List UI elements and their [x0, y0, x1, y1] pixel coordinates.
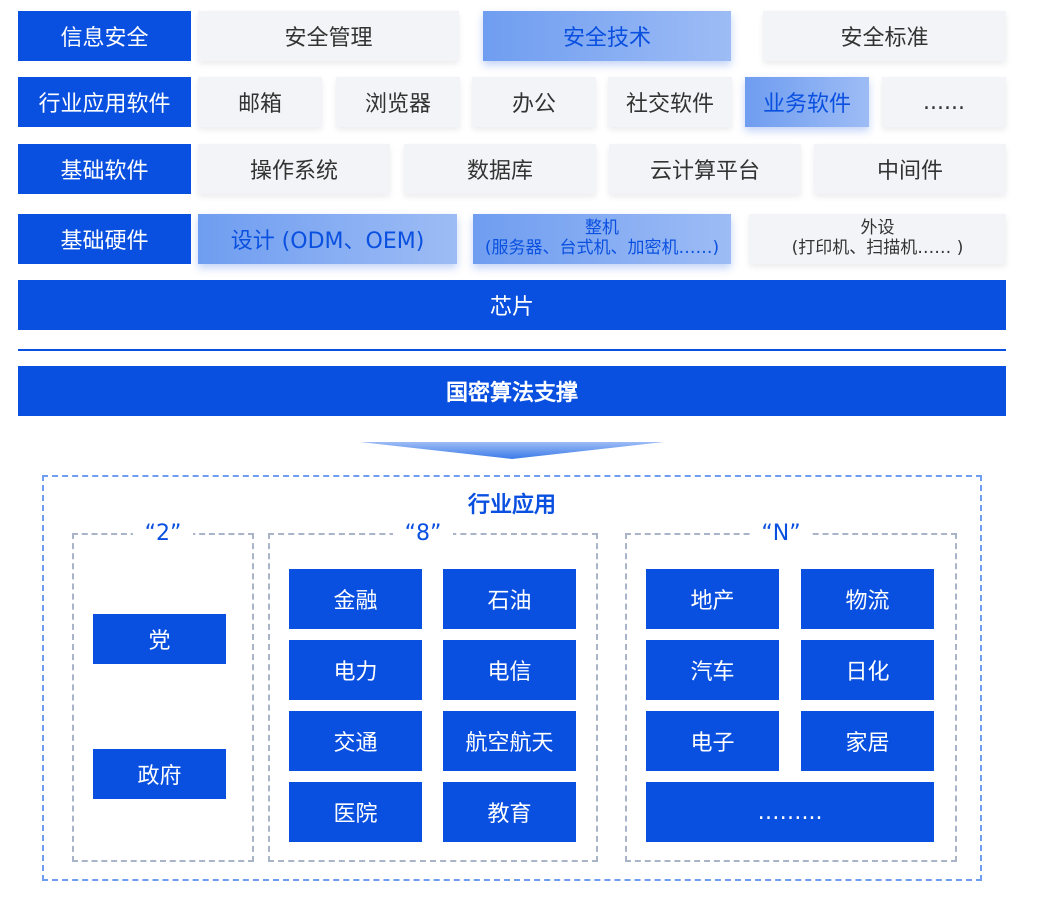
group-8-item: 教育 — [443, 782, 576, 842]
crypto-algorithm-bar: 国密算法支撑 — [18, 366, 1006, 416]
group-2-box — [72, 533, 254, 862]
down-arrow-icon — [360, 442, 664, 459]
group-2-item-government: 政府 — [93, 749, 226, 799]
group-n-item: 电子 — [646, 711, 779, 771]
group-n-item: 家居 — [801, 711, 934, 771]
group-8-item: 电信 — [443, 640, 576, 700]
row-label-basic-software: 基础软件 — [18, 144, 191, 194]
cell-security-standard: 安全标准 — [763, 11, 1006, 61]
cell-more-software: ...... — [882, 77, 1006, 127]
group-8-item: 金融 — [289, 569, 422, 629]
group-n-item: 物流 — [801, 569, 934, 629]
cell-browser: 浏览器 — [336, 77, 460, 127]
peripheral-title: 外设 — [860, 218, 895, 239]
group-n-item: 日化 — [801, 640, 934, 700]
group-8-item: 航空航天 — [443, 711, 576, 771]
group-2-title: “2” — [133, 520, 193, 546]
group-8-item: 电力 — [289, 640, 422, 700]
group-8-item: 医院 — [289, 782, 422, 842]
group-2-item-party: 党 — [93, 614, 226, 664]
cell-cloud-platform: 云计算平台 — [609, 144, 801, 194]
machine-subtitle: (服务器、台式机、加密机……) — [484, 238, 720, 258]
cell-business-software: 业务软件 — [745, 77, 869, 127]
group-n-item: 地产 — [646, 569, 779, 629]
cell-design-odm-oem: 设计 (ODM、OEM) — [198, 214, 457, 264]
peripheral-subtitle: (打印机、扫描机…… ) — [791, 238, 964, 258]
cell-operating-system: 操作系统 — [198, 144, 390, 194]
cell-security-management: 安全管理 — [198, 11, 459, 61]
industry-application-box — [42, 475, 982, 881]
row-label-industry-software: 行业应用软件 — [18, 77, 191, 127]
group-8-item: 交通 — [289, 711, 422, 771]
row-label-info-security: 信息安全 — [18, 11, 191, 61]
cell-office: 办公 — [472, 77, 596, 127]
group-8-title: “8” — [393, 520, 453, 546]
cell-security-technology: 安全技术 — [483, 11, 731, 61]
group-n-title: “N” — [751, 520, 811, 546]
group-n-item-more: ……... — [646, 782, 934, 842]
machine-title: 整机 — [585, 218, 619, 239]
cell-social-software: 社交软件 — [608, 77, 732, 127]
row-label-basic-hardware: 基础硬件 — [18, 214, 191, 264]
cell-database: 数据库 — [404, 144, 596, 194]
group-n-item: 汽车 — [646, 640, 779, 700]
cell-complete-machine: 整机 (服务器、台式机、加密机……) — [473, 214, 731, 264]
group-8-item: 石油 — [443, 569, 576, 629]
cell-peripheral: 外设 (打印机、扫描机…… ) — [749, 214, 1006, 264]
divider-line — [18, 349, 1006, 351]
cell-middleware: 中间件 — [814, 144, 1006, 194]
chip-bar: 芯片 — [18, 280, 1006, 330]
cell-mailbox: 邮箱 — [198, 77, 322, 127]
industry-application-title: 行业应用 — [467, 493, 556, 518]
